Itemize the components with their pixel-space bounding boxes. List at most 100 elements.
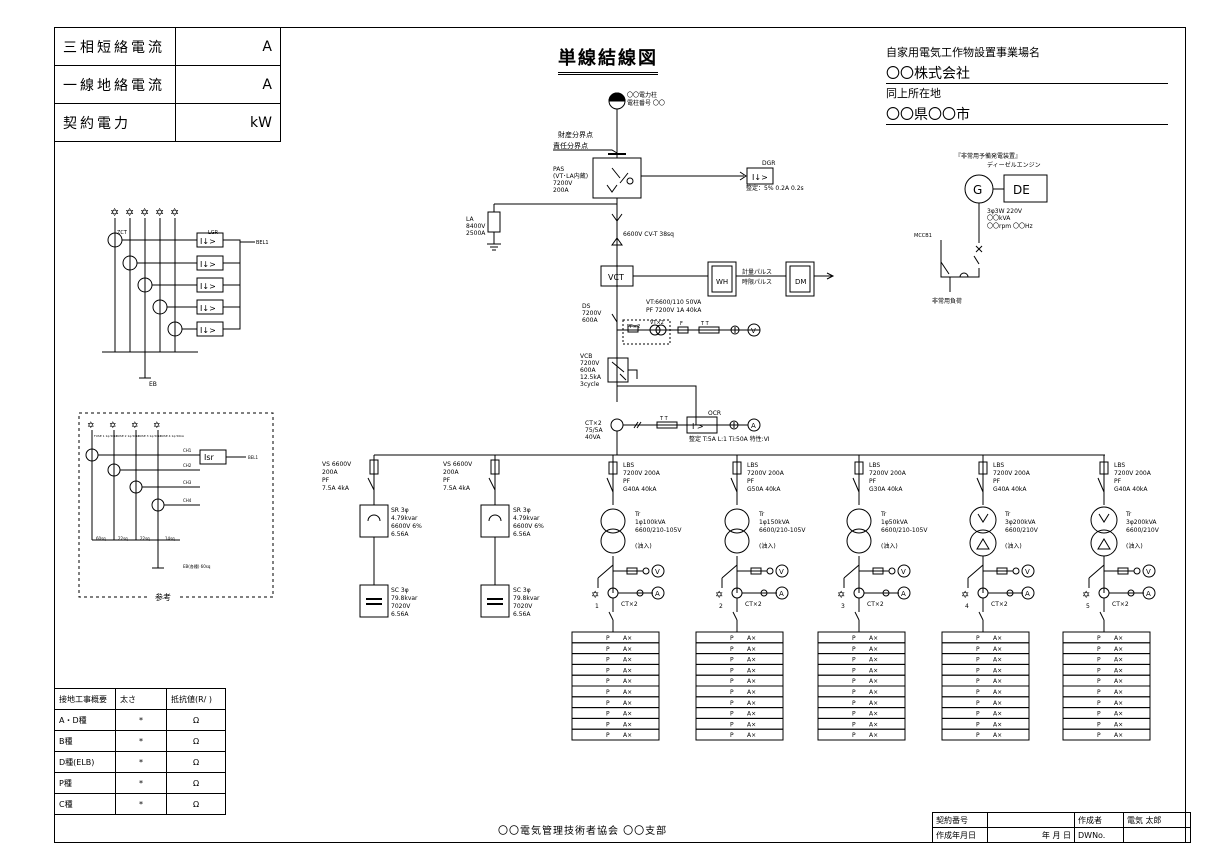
tr-spec: 3φ200kVA: [1126, 519, 1157, 526]
panel-p: P: [1097, 635, 1101, 642]
vcb-spec: 7200V: [580, 360, 600, 367]
vs-label: VS 6600V: [443, 461, 473, 468]
panel-a: A×: [993, 657, 1002, 664]
transformer-ground-star: ✡: [837, 590, 845, 601]
site-address: 〇〇県〇〇市: [886, 104, 1168, 125]
lbs-spec: 7200V 200A: [623, 470, 661, 477]
svg-text:✡: ✡: [109, 421, 117, 431]
grounding-size: *: [115, 772, 167, 794]
lgr-relay: I↓>: [200, 282, 216, 291]
grounding-header: 接地工事概要: [54, 688, 116, 710]
panel-row: [695, 653, 784, 665]
vs-label: VS 6600V: [322, 461, 352, 468]
sr-spec: 6.56A: [513, 531, 531, 538]
voltmeter-label: V: [1025, 568, 1030, 576]
panel-p: P: [1097, 711, 1101, 718]
la-spec: 2500A: [466, 230, 486, 237]
lbs-spec: 7200V 200A: [869, 470, 907, 477]
panel-a: A×: [623, 635, 632, 642]
panel-a: A×: [1114, 700, 1123, 707]
reference-box: ✡ ✡ ✡ ✡ FUSE 1 1φ 50kA FUSE 2 1φ 50kA FU…: [78, 412, 274, 602]
ammeter-label: A: [779, 590, 784, 598]
panel-row: [571, 631, 660, 644]
ref-size: 14sq: [165, 536, 175, 541]
grounding-size: *: [115, 730, 167, 752]
ct-label: CT×2: [1112, 601, 1129, 608]
panel-p: P: [852, 667, 856, 674]
ref-fuse-label: FUSE 2 1φ 50kA: [116, 434, 141, 438]
vct-label: VCT: [608, 273, 624, 282]
panel-row: [1062, 653, 1151, 665]
ref-channel: CH3: [183, 480, 192, 485]
ct-spec: 40VA: [585, 434, 601, 441]
vs-spec: 200A: [443, 469, 459, 476]
panel-row: [941, 685, 1030, 698]
panel-p: P: [852, 732, 856, 739]
ds-spec: 7200V: [582, 310, 602, 317]
ct-spec: 75/5A: [585, 427, 603, 434]
vcb-spec: 600A: [580, 367, 596, 374]
lbs-spec: 7200V 200A: [1114, 470, 1152, 477]
panel-p: P: [606, 711, 610, 718]
sr-spec: 6.56A: [391, 531, 409, 538]
voltmeter-label: V: [655, 568, 660, 576]
dgr-relay: I↓> DGR 整定：5% 0.2A 0.2s: [746, 160, 804, 192]
panel-p: P: [606, 689, 610, 696]
tr-spec: 1φ50kVA: [881, 519, 909, 526]
ocr-relay: [686, 416, 718, 434]
zct-label: ZCT: [117, 230, 128, 236]
ocr-relay-symbol: I >: [692, 422, 704, 431]
panel-row: [1062, 674, 1151, 687]
panel-row: [695, 696, 784, 709]
sc-spec: 6.56A: [513, 611, 531, 618]
grounding-res: Ω: [166, 793, 226, 815]
generator-spec: 3φ3W 220V: [987, 208, 1023, 215]
panel-p: P: [730, 711, 734, 718]
table-unit: A: [175, 65, 281, 104]
capacitor-feeder: VS 6600V 200A PF 7.5A 4kA SR 3φ 4.79kvar…: [443, 455, 544, 618]
panel-p: P: [730, 689, 734, 696]
panel-row: [571, 685, 660, 698]
panel-row: [571, 696, 660, 709]
pulse-label: 計量パルス: [742, 268, 772, 276]
dm-meter: [785, 261, 815, 297]
panel-a: A×: [1114, 646, 1123, 653]
panel-a: A×: [869, 646, 878, 653]
lbs-label: LBS: [1114, 462, 1125, 469]
lbs-spec: G50A 40kA: [747, 486, 781, 493]
dm-label: DM: [795, 278, 806, 286]
ocr-label: OCR: [708, 410, 721, 417]
ct-label: CT×2: [867, 601, 884, 608]
grounding-type: D種(ELB): [54, 751, 116, 773]
la-label: LA: [466, 216, 474, 223]
title-block: 契約番号 作成者 電気 太郎 作成年月日 年 月 日 DWNo.: [932, 812, 1191, 843]
voltmeter-label: V: [1146, 568, 1151, 576]
panel-a: A×: [869, 667, 878, 674]
panel-row: [571, 653, 660, 665]
svg-text:✡: ✡: [87, 421, 95, 431]
pf-label: PF×2: [627, 324, 640, 330]
panel-p: P: [976, 635, 980, 642]
pole-label: 〇〇電力柱: [627, 91, 657, 99]
lgr-relay: I↓>: [200, 260, 216, 269]
panel-row: [817, 685, 906, 698]
lbs-label: LBS: [747, 462, 758, 469]
feeder-number: 3: [841, 603, 845, 610]
panel-p: P: [976, 646, 980, 653]
panel-row: [695, 642, 784, 655]
capacitor-feeder: VS 6600V 200A PF 7.5A 4kA SR 3φ 4.79kvar…: [322, 455, 422, 618]
sc-spec: 79.8kvar: [513, 595, 540, 602]
panel-row: [695, 685, 784, 698]
author-caption: 作成者: [1074, 812, 1124, 828]
feeder-number: 1: [595, 603, 599, 610]
panel-a: A×: [1114, 678, 1123, 685]
sr-spec: 4.79kvar: [513, 515, 540, 522]
tr-label: Tr: [1125, 511, 1132, 518]
panel-row: [695, 663, 784, 676]
panel-row: [1062, 728, 1151, 741]
panel-a: A×: [623, 678, 632, 685]
panel-row: [695, 631, 784, 644]
panel-a: A×: [623, 667, 632, 674]
